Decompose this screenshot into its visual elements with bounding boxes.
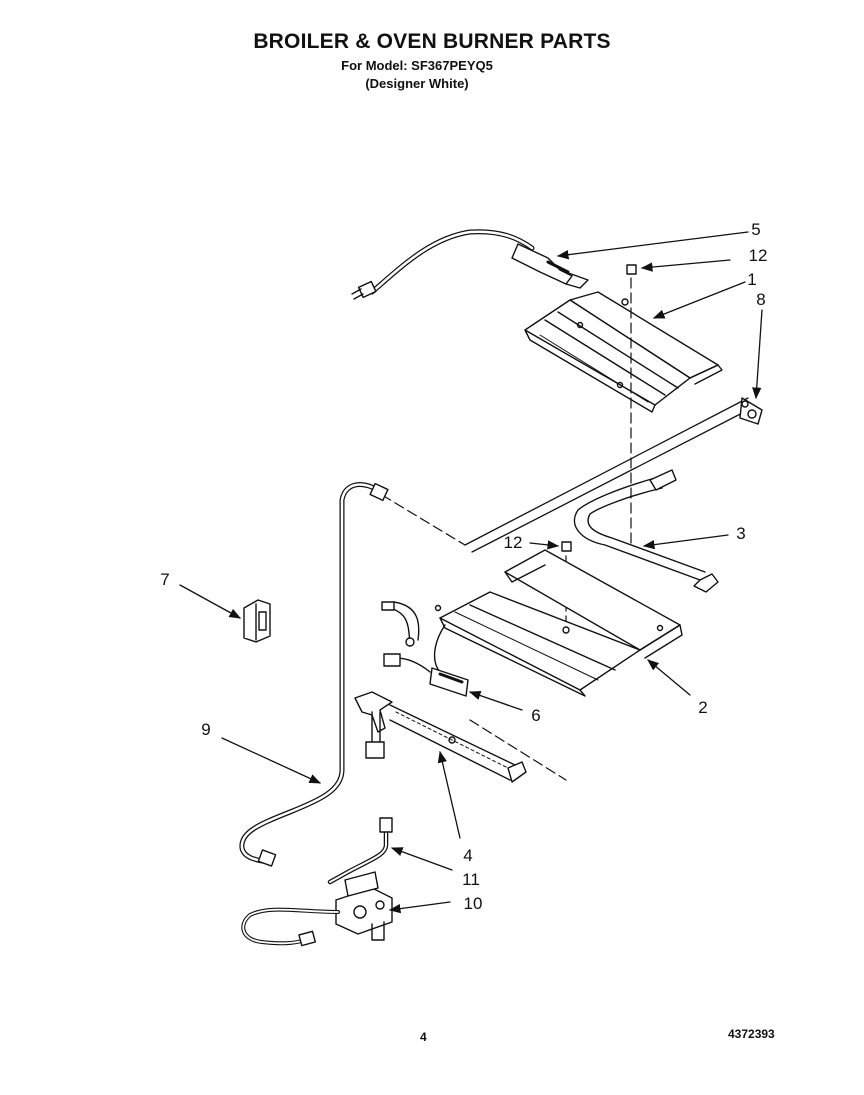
callout-2: 2 [698,698,708,717]
gas-tube-part-9 [239,482,389,867]
callout-11: 11 [462,870,480,889]
screw-part-12-top [626,264,637,275]
callout-4: 4 [463,846,473,865]
oven-burner-part-4 [354,691,527,783]
model-line: For Model: SF367PEYQ5 [341,58,493,73]
broiler-burner-part-3 [573,469,719,593]
callout-7: 7 [160,570,170,589]
broiler-burner-tube-part-8 [464,397,763,553]
broiler-shield-part-1 [524,291,723,413]
document-number: 4372393 [728,1027,775,1041]
broiler-igniter-part-5 [351,229,589,300]
callout-12-top: 12 [748,246,768,265]
switch-part-7 [243,599,271,643]
color-line: (Designer White) [365,76,469,91]
callout-6: 6 [531,706,541,725]
callout-3: 3 [736,524,746,543]
oven-baffle-part-2 [434,549,683,697]
callout-9: 9 [201,720,211,739]
valve-part-10 [241,871,393,947]
leader-arrows [179,231,763,914]
tube-fitting-part-11 [327,817,393,885]
callout-10: 10 [463,894,483,913]
callout-12-lower: 12 [503,533,523,552]
callout-5: 5 [751,220,761,239]
callout-1: 1 [747,270,757,289]
oven-igniter-part-6 [381,601,469,697]
callout-8: 8 [756,290,766,309]
screw-part-12-lower [561,541,572,552]
page-number: 4 [420,1030,427,1044]
page-title: BROILER & OVEN BURNER PARTS [253,30,611,53]
